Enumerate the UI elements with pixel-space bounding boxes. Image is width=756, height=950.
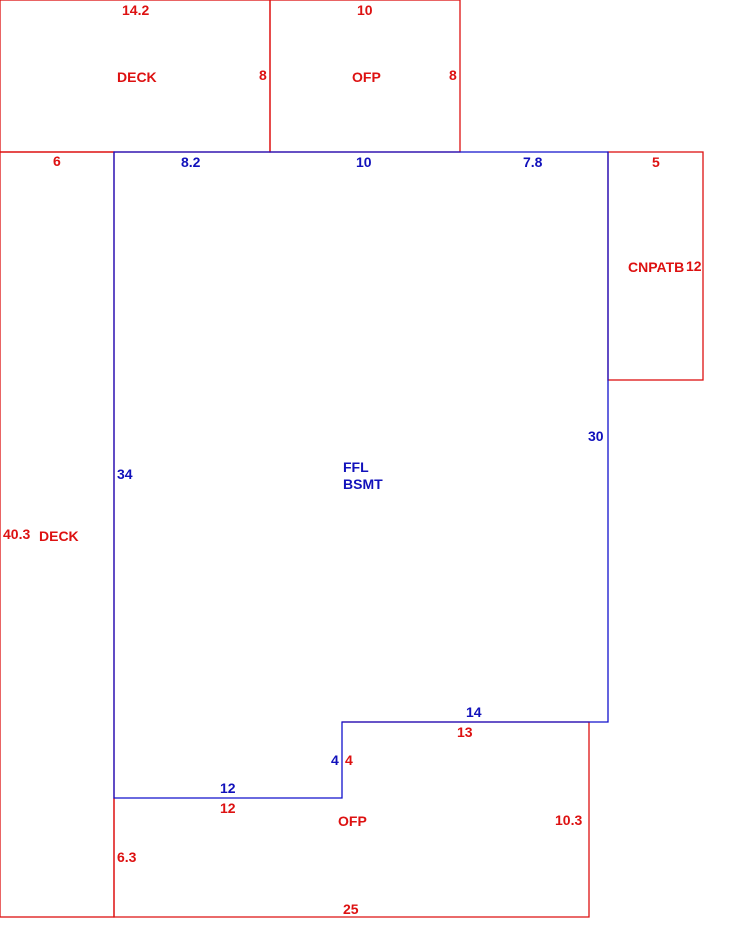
main-area-outline — [113, 151, 609, 799]
ofp-bottom-dim-top-left: 12 — [220, 800, 236, 816]
deck-top-dim-top: 14.2 — [122, 2, 149, 18]
cnpatb-dim-right: 12 — [686, 258, 702, 274]
ofp-bottom-area: OFP 13 4 12 10.3 6.3 25 — [113, 721, 590, 918]
deck-top-area: DECK 14.2 8 — [0, 0, 271, 153]
ofp-bottom-dim-bottom: 25 — [343, 901, 359, 917]
ofp-top-dim-top: 10 — [357, 2, 373, 18]
main-label-line1: FFL — [343, 459, 369, 475]
main-dim-step-vertical: 4 — [331, 752, 339, 768]
ofp-bottom-dim-right: 10.3 — [555, 812, 582, 828]
main-dim-step-bottom: 14 — [466, 704, 482, 720]
ofp-bottom-label: OFP — [338, 813, 367, 829]
ofp-bottom-dim-step: 4 — [345, 752, 353, 768]
ofp-top-dim-right: 8 — [449, 67, 457, 83]
main-dim-left: 34 — [117, 466, 133, 482]
deck-left-dim-left: 40.3 — [3, 526, 30, 542]
main-area: FFL BSMT 8.2 10 7.8 30 34 14 4 12 — [113, 151, 609, 799]
deck-left-dim-top: 6 — [53, 153, 61, 169]
cnpatb-label: CNPATB — [628, 259, 684, 275]
main-dim-top-c: 7.8 — [523, 154, 543, 170]
deck-top-dim-right: 8 — [259, 67, 267, 83]
main-dim-top-b: 10 — [356, 154, 372, 170]
deck-top-label: DECK — [117, 69, 157, 85]
ofp-bottom-dim-left: 6.3 — [117, 849, 137, 865]
deck-left-area: DECK 6 40.3 — [0, 151, 115, 918]
main-dim-top-a: 8.2 — [181, 154, 201, 170]
deck-left-label: DECK — [39, 528, 79, 544]
cnpatb-area: CNPATB 5 12 — [607, 151, 704, 381]
ofp-bottom-dim-top-right: 13 — [457, 724, 473, 740]
main-dim-bottom: 12 — [220, 780, 236, 796]
ofp-top-label: OFP — [352, 69, 381, 85]
cnpatb-dim-top: 5 — [652, 154, 660, 170]
main-label-line2: BSMT — [343, 476, 383, 492]
ofp-top-area: OFP 10 8 — [269, 0, 461, 153]
main-dim-right: 30 — [588, 428, 604, 444]
